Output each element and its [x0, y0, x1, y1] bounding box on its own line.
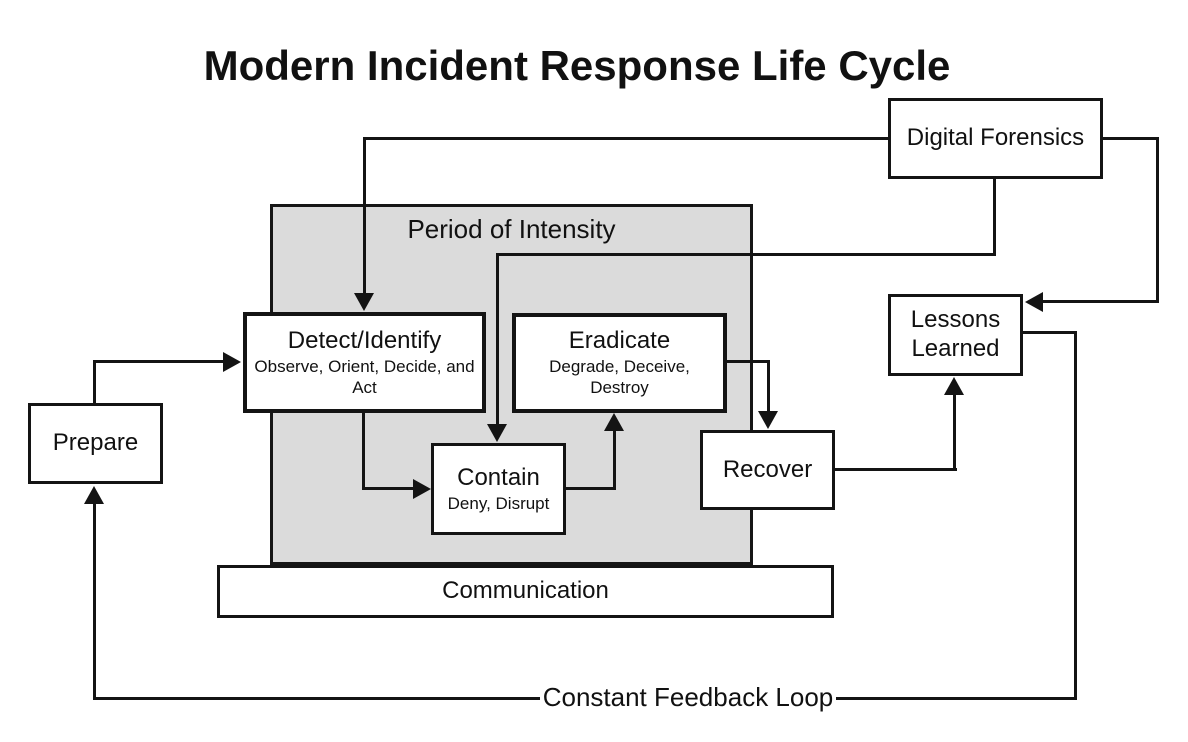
node-communication: Communication [217, 565, 834, 618]
arrowhead-into-contain-top [487, 424, 507, 442]
connector-contain-to-eradicate-horizontal [566, 487, 616, 490]
connector-detect-to-contain-vertical [362, 411, 365, 490]
connector-forensics-to-lessons-horizontal [1043, 300, 1159, 303]
connector-recover-to-lessons-horizontal [835, 468, 957, 471]
arrowhead-into-detect-top [354, 293, 374, 311]
connector-loop-left-vertical [93, 504, 96, 700]
arrowhead-into-lessons-right [1025, 292, 1043, 312]
arrowhead-into-eradicate-bottom [604, 413, 624, 431]
node-eradicate: Eradicate Degrade, Deceive, Destroy [512, 313, 727, 413]
constant-feedback-loop-label: Constant Feedback Loop [488, 682, 888, 713]
connector-forensics-to-contain-horizontal [496, 253, 996, 256]
connector-prepare-to-detect-horizontal [93, 360, 225, 363]
node-communication-label: Communication [442, 577, 609, 605]
node-prepare-label: Prepare [52, 429, 139, 457]
node-eradicate-sublabel: Degrade, Deceive, Destroy [549, 357, 690, 398]
node-digital-forensics-label: Digital Forensics [906, 124, 1085, 152]
connector-eradicate-to-recover-horizontal [725, 360, 770, 363]
node-contain-sublabel: Deny, Disrupt [447, 493, 550, 513]
node-contain-label: Contain [457, 463, 540, 491]
connector-detect-to-contain-horizontal [362, 487, 413, 490]
connector-forensics-to-contain-vertical [496, 253, 499, 425]
connector-forensics-to-lessons-vertical [1156, 137, 1159, 303]
connector-contain-to-eradicate-vertical [613, 429, 616, 490]
node-detect-identify-sublabel: Observe, Orient, Decide, and Act [254, 356, 475, 397]
connector-loop-right-vertical [1074, 331, 1077, 700]
node-detect-identify-label: Detect/Identify [287, 326, 442, 354]
node-digital-forensics: Digital Forensics [888, 98, 1103, 179]
connector-forensics-to-detect-vertical [363, 137, 366, 294]
arrowhead-into-detect-left [223, 352, 241, 372]
arrowhead-into-prepare-bottom [84, 486, 104, 504]
arrowhead-into-recover-top [758, 411, 778, 429]
connector-forensics-to-lessons-exit [1103, 137, 1159, 140]
connector-lessons-to-loop-exit [1023, 331, 1077, 334]
node-lessons-learned-label: Lessons Learned [910, 306, 1001, 362]
connector-prepare-to-detect-vertical [93, 361, 96, 406]
arrowhead-into-contain-left [413, 479, 431, 499]
page-title: Modern Incident Response Life Cycle [203, 42, 951, 89]
connector-eradicate-to-recover-vertical [767, 360, 770, 412]
node-eradicate-label: Eradicate [568, 327, 671, 355]
connector-forensics-to-contain-drop [993, 179, 996, 256]
node-recover: Recover [700, 430, 835, 510]
constant-feedback-loop-text: Constant Feedback Loop [539, 682, 837, 713]
arrowhead-into-lessons-bottom [944, 377, 964, 395]
node-prepare: Prepare [28, 403, 163, 484]
node-lessons-learned: Lessons Learned [888, 294, 1023, 376]
node-recover-label: Recover [722, 455, 813, 483]
connector-recover-to-lessons-vertical [953, 394, 956, 471]
node-contain: Contain Deny, Disrupt [431, 443, 566, 535]
period-of-intensity-label: Period of Intensity [407, 214, 616, 244]
connector-forensics-to-detect-horizontal [363, 137, 888, 140]
node-detect-identify: Detect/Identify Observe, Orient, Decide,… [243, 312, 486, 413]
